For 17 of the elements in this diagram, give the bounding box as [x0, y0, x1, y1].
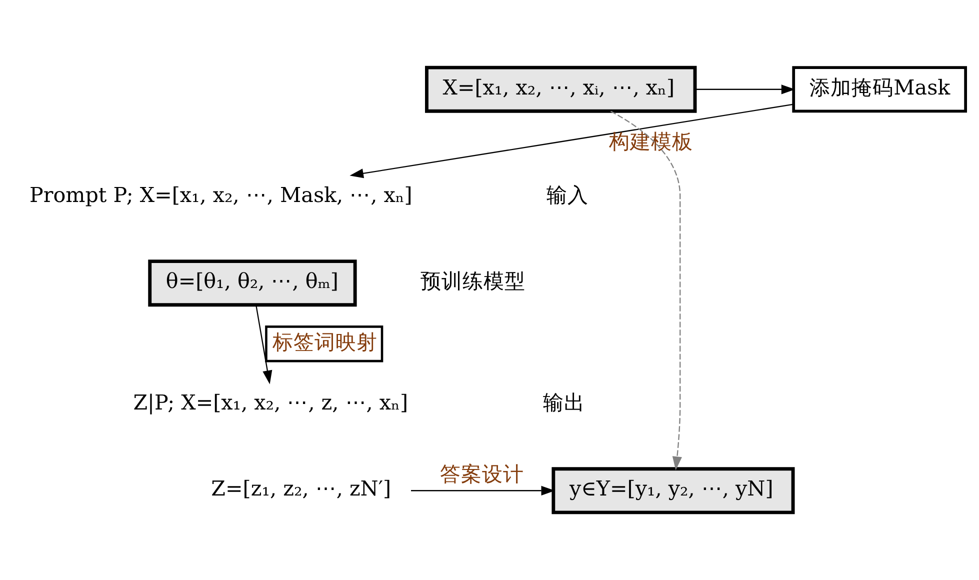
label: 输出 — [543, 390, 586, 415]
label: 输入 — [546, 183, 589, 208]
node-box: X=[x₁, x₂, ⋯, xᵢ, ⋯, xₙ] — [425, 66, 697, 113]
node-box: y∈Y=[y₁, y₂, ⋯, yN] — [552, 467, 795, 514]
arrow — [695, 84, 796, 94]
edge-label: 答案设计 — [440, 462, 524, 486]
node-label: 预训练模型 — [420, 269, 526, 294]
edge-label: 标签词映射 — [272, 330, 378, 354]
node-text: Prompt P; X=[x₁, x₂, ⋯, Mask, ⋯, xₙ] — [29, 183, 412, 208]
node-box: θ=[θ₁, θ₂, ⋯, θₘ] — [148, 260, 357, 307]
arrow — [610, 110, 682, 470]
node-text: Z|P; X=[x₁, x₂, ⋯, z, ⋯, xₙ] — [133, 390, 408, 415]
arrow — [350, 104, 794, 178]
edge-label: 构建模板 — [609, 129, 694, 154]
arrow — [256, 304, 272, 384]
node-box: 添加掩码Mask — [792, 66, 967, 113]
node-text: Z=[z₁, z₂, ⋯, zN′] — [211, 476, 392, 501]
